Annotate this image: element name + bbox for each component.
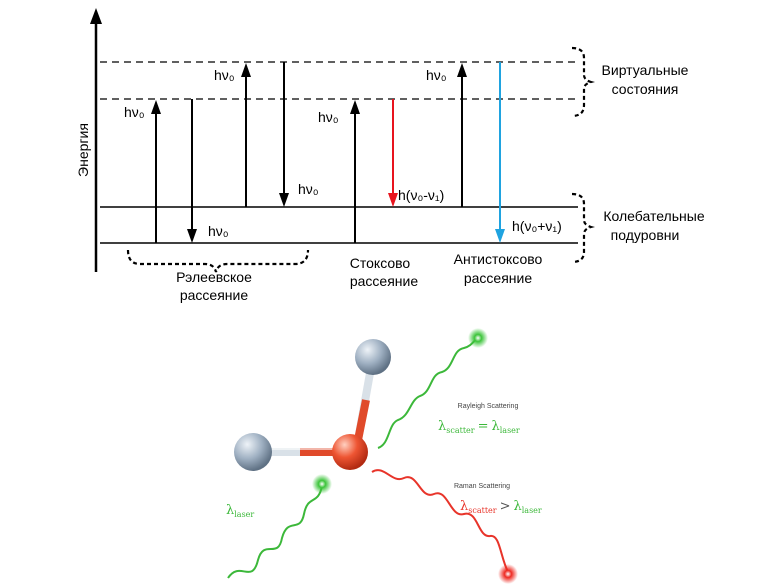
rayleigh-scattering-title: Rayleigh Scattering [458,403,519,410]
stokes-label-line1: Стоксово [350,255,411,271]
virtual-states-label-line2: состояния [612,81,679,97]
stokes-emission-arrowhead [388,193,398,207]
rayleigh-absorption-arrowhead-1 [151,100,161,114]
rayleigh-emission-arrowhead-1 [187,229,197,243]
energy-axis-arrowhead [90,8,102,24]
vibrational-levels-label-line1: Колебательные [603,208,704,224]
svg-text:λscatter>λlaser: λscatter>λlaser [460,499,542,515]
antistokes-emission-arrowhead [495,229,505,243]
rayleigh-label-line2: рассеяние [180,287,248,303]
virtual-states-bracket [571,46,595,118]
rayleigh-scattered-wave [377,337,479,449]
antistokes-absorption-arrowhead [457,63,467,77]
virtual-states-label-line1: Виртуальные [602,62,689,78]
vibrational-levels-bracket [571,192,595,264]
energy-level-diagram: Энергия hν₀ hν₀ hν₀ hν₀ Рэлеевское рассе… [75,8,705,303]
raman-equation: λscatter>λlaser [460,499,542,515]
incoming-laser-wave [227,485,323,579]
stokes-absorption-arrowhead [350,100,360,114]
rayleigh-emission-label-2: hν₀ [298,181,319,197]
scattering-illustration: Rayleigh Scattering λscatter=λlaser Rama… [226,328,542,584]
molecule [234,339,391,471]
atom-left [234,433,272,471]
antistokes-absorption-label: hν₀ [426,67,447,83]
raman-scattered-wave [371,469,509,573]
raman-scattering-title: Raman Scattering [454,483,510,490]
rayleigh-absorption-arrowhead-2 [241,63,251,77]
stokes-label-line2: рассеяние [350,273,418,289]
bond-top-red [354,399,370,441]
rayleigh-photon-dot [468,328,488,348]
vibrational-levels-label-line2: подуровни [611,227,680,243]
stokes-absorption-label: hν₀ [318,109,339,125]
energy-axis-label: Энергия [75,123,91,177]
svg-text:λlaser: λlaser [226,503,254,519]
antistokes-label-line2: рассеяние [464,270,532,286]
rayleigh-equation: λscatter=λlaser [438,419,520,435]
atom-top [355,339,391,375]
antistokes-emission-label: h(ν₀+ν₁) [512,218,562,234]
atom-center [332,434,368,470]
rayleigh-absorption-label-2: hν₀ [214,67,235,83]
rayleigh-emission-arrowhead-2 [279,193,289,207]
stokes-emission-label: h(ν₀-ν₁) [398,187,444,203]
rayleigh-label-line1: Рэлеевское [176,269,252,285]
rayleigh-bracket [126,249,310,273]
laser-label: λlaser [226,503,254,519]
antistokes-label-line1: Антистоксово [454,251,543,267]
svg-text:λscatter=λlaser: λscatter=λlaser [438,419,520,435]
rayleigh-absorption-label-1: hν₀ [124,104,145,120]
raman-photon-dot [498,564,518,584]
laser-photon-dot [312,474,332,494]
rayleigh-emission-label-1: hν₀ [208,223,229,239]
